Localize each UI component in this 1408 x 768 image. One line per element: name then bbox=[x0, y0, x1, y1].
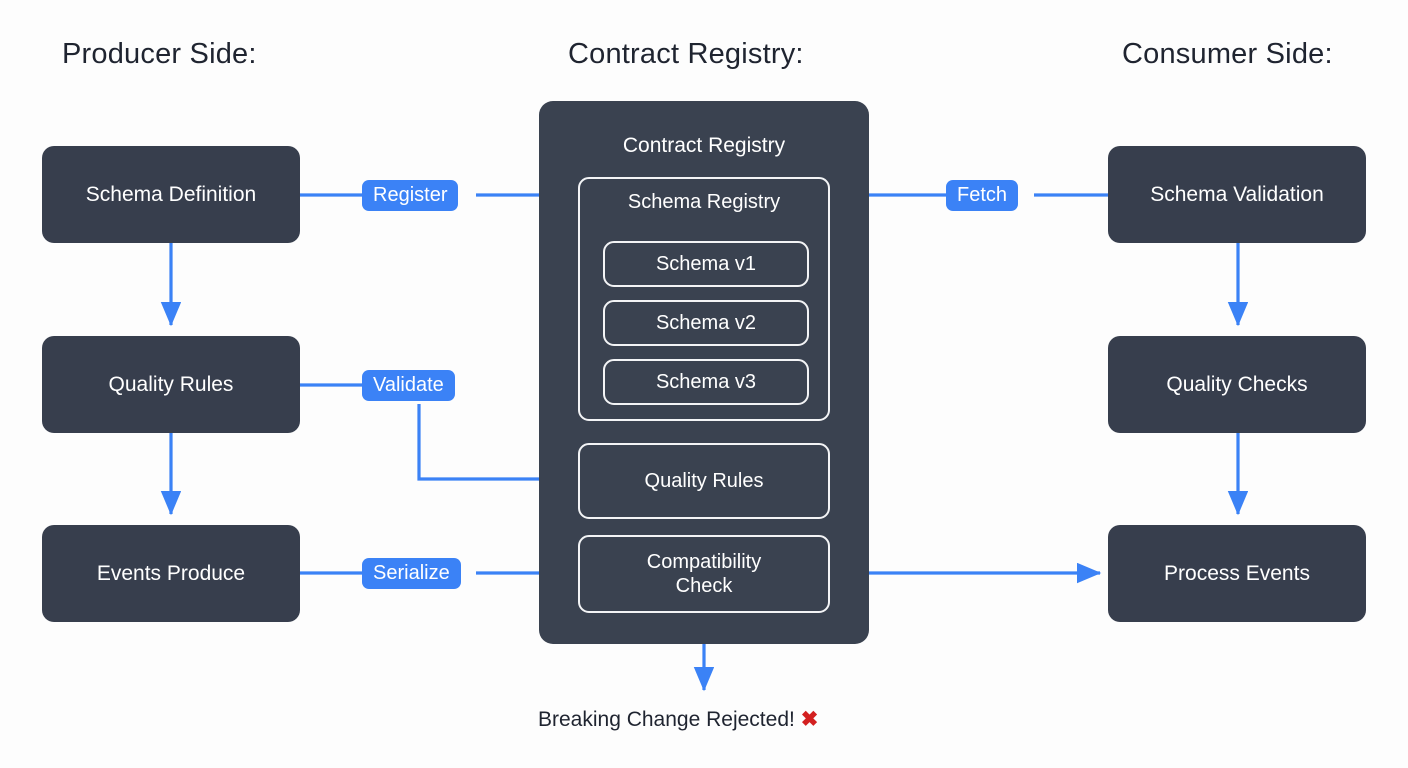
node-events-produce[interactable]: Events Produce bbox=[42, 525, 300, 622]
schema-version-v3[interactable]: Schema v3 bbox=[603, 359, 809, 405]
reject-x-icon: ✖ bbox=[800, 708, 819, 731]
node-quality-checks[interactable]: Quality Checks bbox=[1108, 336, 1366, 433]
node-label: Quality Rules bbox=[108, 372, 234, 396]
schema-version-v2[interactable]: Schema v2 bbox=[603, 300, 809, 346]
node-label: Schema Definition bbox=[85, 182, 257, 206]
edge-label-validate[interactable]: Validate bbox=[362, 370, 455, 401]
registry-compatibility-check[interactable]: Compatibility Check bbox=[578, 535, 830, 613]
rejected-note-text: Breaking Change Rejected! bbox=[538, 708, 795, 731]
node-label: Events Produce bbox=[96, 561, 246, 585]
registry-compatibility-check-label: Compatibility Check bbox=[646, 550, 762, 597]
node-label: Process Events bbox=[1164, 561, 1310, 585]
schema-version-label: Schema v3 bbox=[655, 370, 757, 393]
node-label: Schema Validation bbox=[1150, 182, 1324, 206]
node-schema-validation[interactable]: Schema Validation bbox=[1108, 146, 1366, 243]
registry-quality-rules[interactable]: Quality Rules bbox=[578, 443, 830, 519]
schema-version-v1[interactable]: Schema v1 bbox=[603, 241, 809, 287]
registry-quality-rules-label: Quality Rules bbox=[644, 469, 764, 492]
node-label: Quality Checks bbox=[1166, 372, 1308, 396]
node-process-events[interactable]: Process Events bbox=[1108, 525, 1366, 622]
edge-label-fetch[interactable]: Fetch bbox=[946, 180, 1019, 211]
contract-registry-title: Contract Registry bbox=[622, 134, 786, 157]
rejected-note: Breaking Change Rejected! ✖ bbox=[538, 707, 818, 732]
edge-label-serialize[interactable]: Serialize bbox=[362, 558, 461, 589]
schema-version-label: Schema v2 bbox=[655, 311, 757, 334]
edge-label-register[interactable]: Register bbox=[362, 180, 459, 211]
column-title-consumer: Consumer Side: bbox=[1122, 38, 1333, 70]
node-schema-definition[interactable]: Schema Definition bbox=[42, 146, 300, 243]
schema-registry-group[interactable]: Schema Registry Schema v1 Schema v2 Sche… bbox=[578, 177, 830, 421]
column-title-producer: Producer Side: bbox=[62, 38, 257, 70]
schema-registry-title: Schema Registry bbox=[627, 191, 781, 213]
column-title-registry: Contract Registry: bbox=[568, 38, 804, 70]
node-quality-rules-producer[interactable]: Quality Rules bbox=[42, 336, 300, 433]
schema-version-label: Schema v1 bbox=[655, 252, 757, 275]
contract-registry-panel: Contract Registry Schema Registry Schema… bbox=[539, 101, 869, 644]
